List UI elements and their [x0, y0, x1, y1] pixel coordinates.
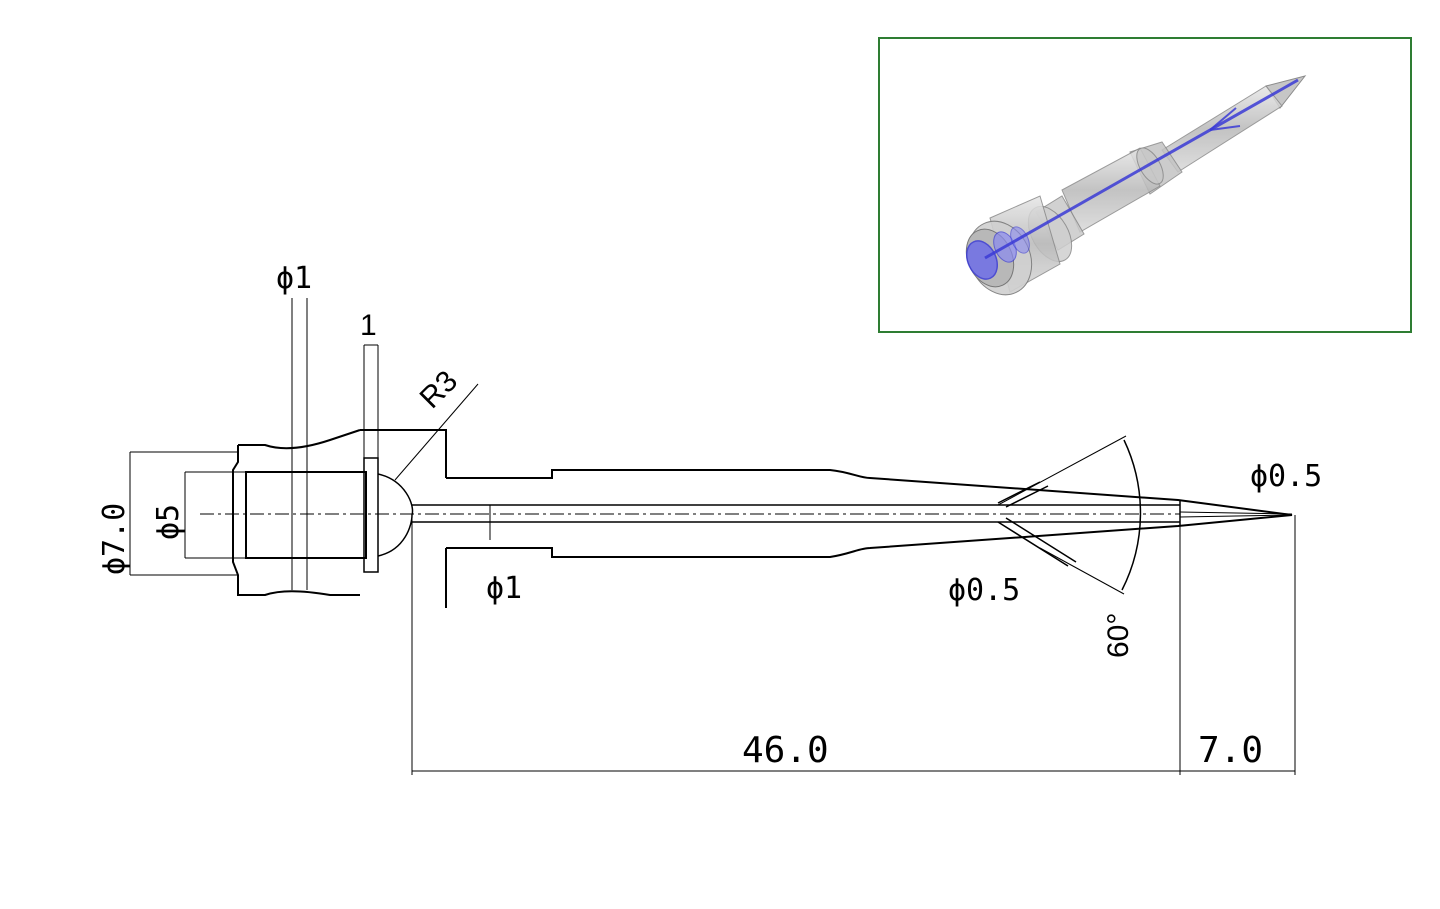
side-hole-lower	[997, 517, 1077, 567]
wall-rib	[363, 457, 379, 573]
tip-diameter-label: ϕ0.5	[1250, 459, 1322, 494]
hub-flange	[360, 429, 447, 608]
tip-length-label: 7.0	[1198, 730, 1263, 771]
inner-diameter-label: ϕ5	[151, 504, 186, 540]
fillet-curve	[377, 473, 414, 557]
inset-3d-view	[878, 37, 1412, 333]
wall-thickness-label: 1	[360, 309, 377, 342]
needle-section-view	[129, 298, 1296, 775]
side-hole-upper	[997, 481, 1049, 508]
hub-outline	[232, 429, 361, 596]
side-hole-diameter-label: ϕ0.5	[948, 573, 1020, 608]
inner-cavity	[245, 471, 367, 559]
outer-diameter-label: ϕ7.0	[97, 503, 132, 575]
port-diameter-label: ϕ1	[276, 261, 312, 296]
needle-3d-render	[965, 75, 1307, 296]
angle-arc	[1121, 439, 1142, 591]
shaft-length-label: 46.0	[742, 730, 829, 771]
fillet-radius-label: R3	[414, 364, 464, 414]
bore-diameter-label: ϕ1	[486, 571, 522, 606]
angle-label: 60°	[1102, 613, 1135, 658]
